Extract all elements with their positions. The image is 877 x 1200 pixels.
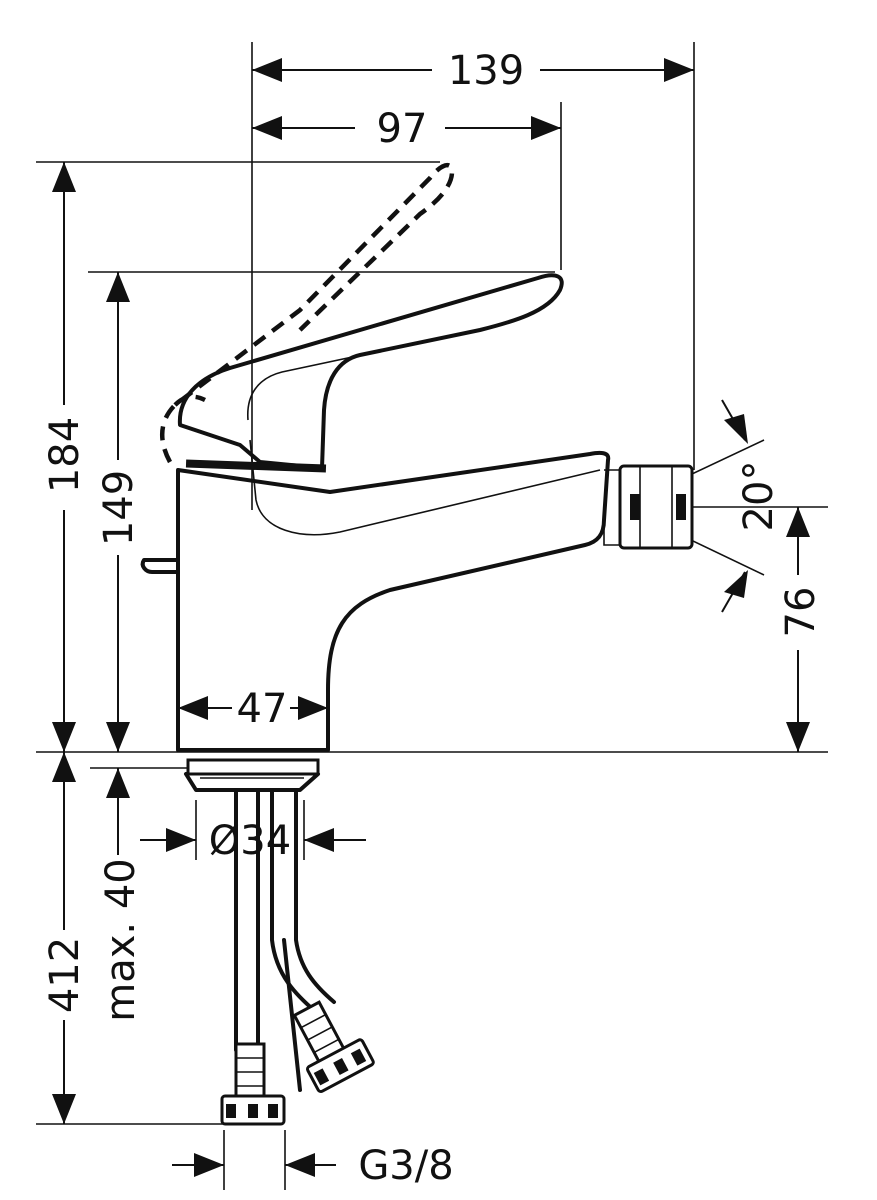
body-diameter-label: 47 [237, 686, 288, 732]
hose-fitting-right [292, 1000, 375, 1094]
lever-raised-position [159, 162, 455, 464]
mounting-hole-label: Ø34 [209, 818, 291, 864]
dimension-connection-thread: G3/8 [172, 1143, 454, 1189]
handle-reach-label: 97 [377, 106, 428, 152]
dimension-overall-width: 139 [252, 48, 694, 94]
dimension-mounting-hole: Ø34 [140, 800, 366, 864]
hose-fitting-left [220, 1042, 286, 1126]
overall-height-label: 184 [42, 417, 88, 493]
dimension-spout-angle: 20° [621, 399, 782, 613]
dimension-handle-reach: 97 [252, 106, 561, 152]
connection-thread-label: G3/8 [358, 1143, 453, 1189]
overall-width-label: 139 [448, 48, 524, 94]
dimension-spout-height: 76 [778, 507, 824, 752]
extension-lines [36, 42, 828, 1190]
handle-height-label: 149 [96, 470, 142, 546]
dimension-overall-height: 184 [42, 162, 88, 752]
dimension-max-deck-thickness: max. 40 [98, 768, 144, 1022]
spout-nozzle [618, 464, 694, 550]
supply-hoses [220, 788, 375, 1126]
faucet-body [140, 450, 694, 792]
pop-up-knob [140, 558, 180, 574]
hose-length-label: 412 [42, 937, 88, 1013]
dimension-handle-height: 149 [96, 272, 142, 752]
faucet-lever-handle [177, 273, 601, 536]
spout-height-label: 76 [778, 587, 824, 638]
dimension-body-diameter: 47 [178, 686, 328, 732]
spout-angle-label: 20° [736, 461, 782, 532]
max-deck-thickness-label: max. 40 [98, 858, 144, 1021]
deck-flange [186, 758, 320, 776]
dimension-hose-length: 412 [42, 752, 88, 1124]
